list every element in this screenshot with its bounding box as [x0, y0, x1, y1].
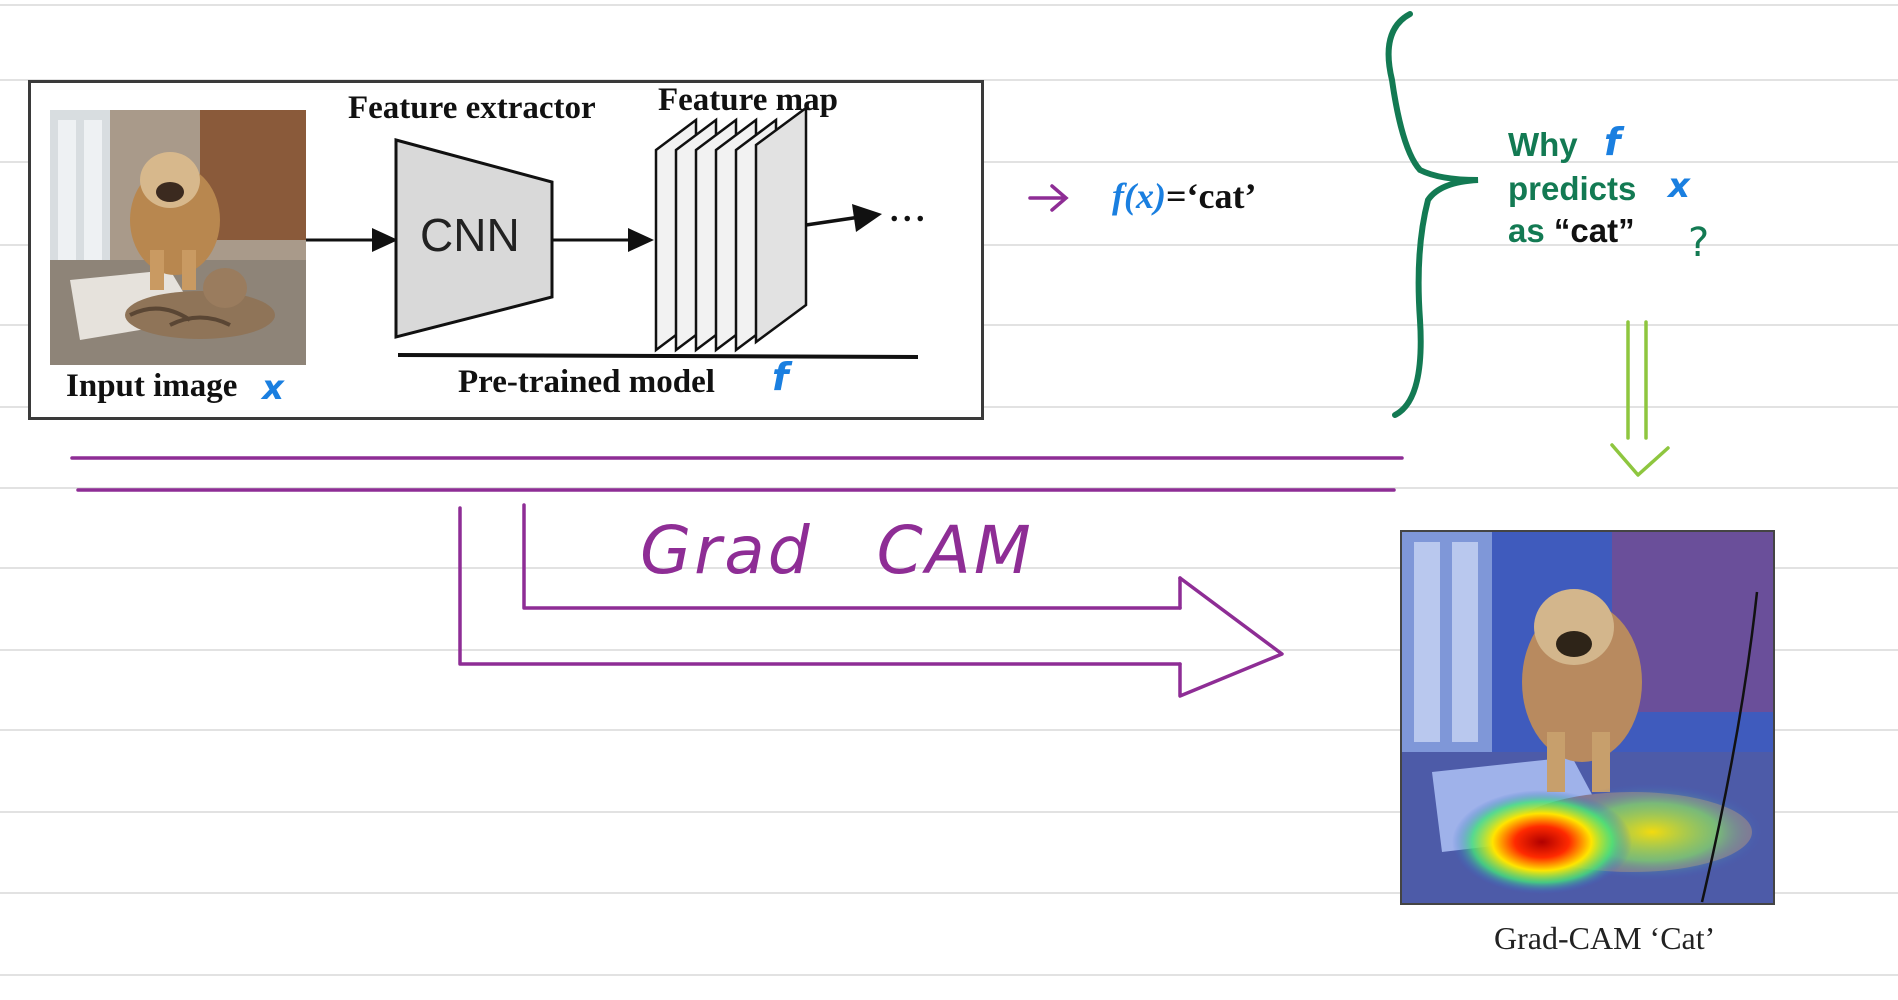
- grad-cam-output-image: [1400, 530, 1775, 905]
- feature-map-stack: [654, 105, 808, 353]
- question-line-3: as “cat”: [1508, 212, 1635, 250]
- prediction-text: f(x)=‘cat’: [1112, 175, 1256, 217]
- question-as: as: [1508, 212, 1554, 249]
- model-f-mark: f: [772, 355, 789, 399]
- cnn-block: [394, 138, 554, 339]
- grad-cam-caption: Grad-CAM ‘Cat’: [1494, 920, 1716, 956]
- output-dots: . . .: [890, 192, 924, 229]
- equals-cat-label: =‘cat’: [1165, 176, 1257, 216]
- cnn-label: CNN: [420, 209, 520, 261]
- fx-label: f(x): [1112, 176, 1166, 216]
- feature-map-dashes: [675, 150, 737, 350]
- featuremap-output-arrow: [805, 204, 882, 232]
- grad-cam-title: Grad CAM: [640, 512, 1034, 589]
- input-x-mark: x: [262, 368, 284, 408]
- down-arrow-green: [1610, 320, 1670, 477]
- input-image-label: Input image: [66, 368, 238, 404]
- curly-brace: [1385, 11, 1479, 418]
- cnn-to-featuremap-arrow: [552, 228, 654, 252]
- input-image: [50, 110, 306, 365]
- question-f-mark: f: [1604, 120, 1621, 164]
- question-mark: ?: [1688, 220, 1710, 266]
- question-line-1: Why: [1508, 126, 1578, 163]
- grad-cam-arrow: [458, 503, 1284, 698]
- input-to-cnn-arrow: [306, 228, 398, 252]
- feature-map-label: Feature map: [658, 82, 838, 118]
- question-cat: “cat”: [1553, 212, 1635, 249]
- prediction-arrow: [1028, 184, 1069, 212]
- model-underline: [397, 353, 919, 359]
- separator-lines: [70, 456, 1404, 492]
- pretrained-model-label: Pre-trained model: [458, 364, 715, 400]
- question-x-mark: x: [1668, 166, 1690, 206]
- feature-extractor-label: Feature extractor: [348, 90, 596, 126]
- question-line-2: predicts: [1508, 170, 1637, 207]
